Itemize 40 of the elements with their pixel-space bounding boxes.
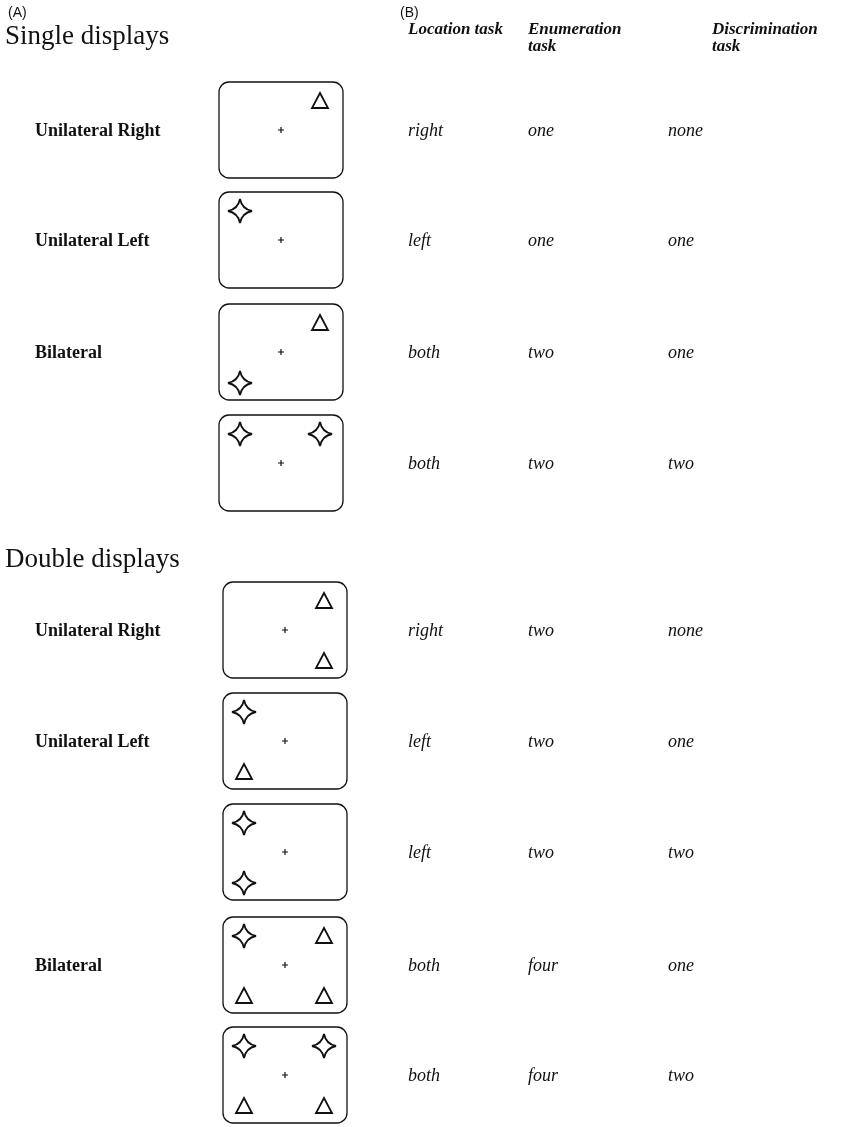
section-heading: Double displays bbox=[5, 543, 180, 574]
table-cell: both bbox=[408, 341, 440, 363]
column-header: Location task bbox=[408, 20, 504, 37]
table-cell: one bbox=[668, 341, 694, 363]
table-cell: two bbox=[668, 1064, 694, 1086]
row-label: Unilateral Right bbox=[35, 619, 161, 641]
column-header: Discrimination task bbox=[712, 20, 819, 54]
table-cell: none bbox=[668, 619, 703, 641]
table-cell: both bbox=[408, 452, 440, 474]
table-cell: right bbox=[408, 119, 443, 141]
row-label: Unilateral Right bbox=[35, 119, 161, 141]
row-label: Unilateral Left bbox=[35, 730, 150, 752]
row-label: Unilateral Left bbox=[35, 229, 150, 251]
table-cell: one bbox=[528, 229, 554, 251]
table-cell: two bbox=[528, 452, 554, 474]
table-cell: two bbox=[668, 452, 694, 474]
table-cell: both bbox=[408, 954, 440, 976]
table-cell: left bbox=[408, 730, 431, 752]
table-cell: two bbox=[668, 841, 694, 863]
table-cell: one bbox=[668, 229, 694, 251]
table-cell: four bbox=[528, 954, 558, 976]
panel-label: (B) bbox=[400, 4, 419, 20]
table-cell: two bbox=[528, 841, 554, 863]
table-cell: two bbox=[528, 341, 554, 363]
table-cell: none bbox=[668, 119, 703, 141]
panel-label: (A) bbox=[8, 4, 27, 20]
table-cell: both bbox=[408, 1064, 440, 1086]
table-cell: two bbox=[528, 730, 554, 752]
table-cell: left bbox=[408, 841, 431, 863]
table-cell: one bbox=[668, 730, 694, 752]
table-cell: two bbox=[528, 619, 554, 641]
table-cell: left bbox=[408, 229, 431, 251]
table-cell: four bbox=[528, 1064, 558, 1086]
column-header: Enumeration task bbox=[528, 20, 623, 54]
section-heading: Single displays bbox=[5, 20, 170, 51]
row-label: Bilateral bbox=[35, 341, 102, 363]
table-cell: right bbox=[408, 619, 443, 641]
table-cell: one bbox=[668, 954, 694, 976]
row-label: Bilateral bbox=[35, 954, 102, 976]
table-cell: one bbox=[528, 119, 554, 141]
